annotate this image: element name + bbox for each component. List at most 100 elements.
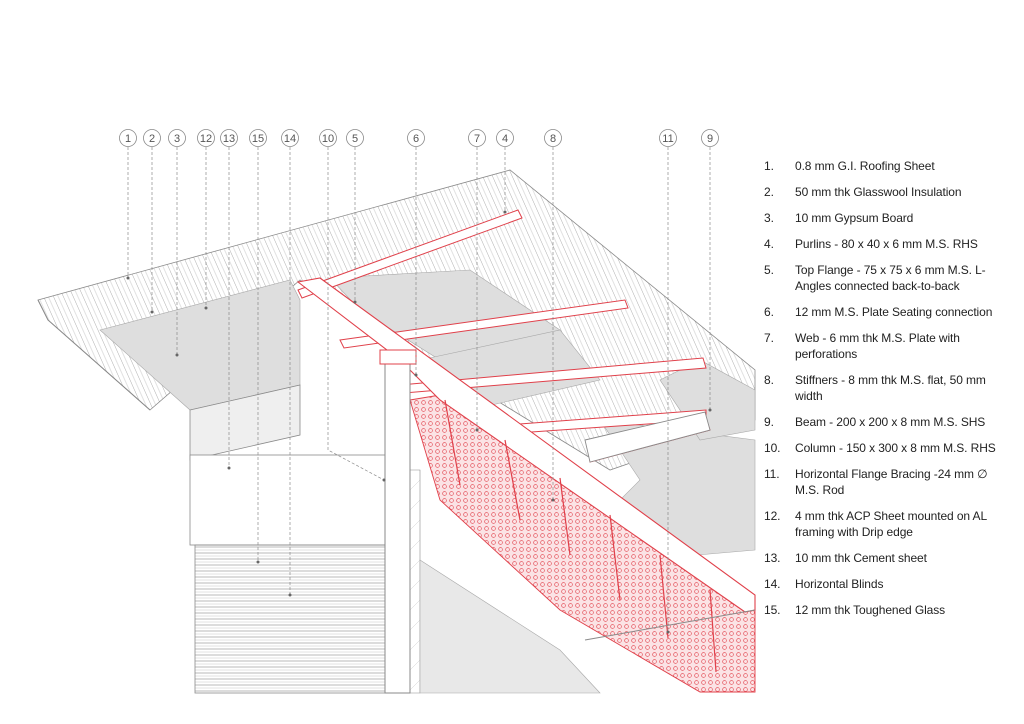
stiffener: [559, 477, 571, 556]
callout-pointer: [150, 310, 154, 314]
legend-text: 50 mm thk Glasswool Insulation: [795, 185, 962, 199]
callout-circle: [407, 129, 425, 147]
legend-text: Beam - 200 x 200 x 8 mm M.S. SHS: [795, 415, 986, 429]
callout-pointer: [256, 560, 260, 564]
legend-text: Horizontal Flange Bracing -24 mm ∅ M.S. …: [795, 467, 988, 497]
legend-index: 5.: [764, 263, 774, 277]
beam-shs: [584, 411, 711, 463]
legend-item: 1. 0.8 mm G.I. Roofing Sheet: [764, 158, 1014, 174]
legend-item: 8. Stiffners - 8 mm thk M.S. flat, 50 mm …: [764, 372, 1014, 404]
floor-slab: [419, 559, 601, 694]
callout-number: 12: [200, 133, 212, 145]
legend-index: 11.: [764, 467, 780, 481]
callout-circle: [249, 129, 267, 147]
callout-pointer: [288, 593, 292, 597]
purlin: [297, 209, 523, 299]
legend-item: 12. 4 mm thk ACP Sheet mounted on AL fram…: [764, 508, 1014, 540]
callout-circle: [701, 129, 719, 147]
callout-pointer: [551, 498, 555, 502]
callout-number: 15: [252, 133, 264, 145]
stiffeners: [444, 399, 717, 673]
legend-text: Column - 150 x 300 x 8 mm M.S. RHS: [795, 441, 996, 455]
legend-item: 14. Horizontal Blinds: [764, 576, 1014, 592]
legend-item: 11. Horizontal Flange Bracing -24 mm ∅ M.…: [764, 466, 1014, 498]
callout-pointer: [126, 276, 130, 280]
callout-circle: [197, 129, 215, 147]
legend-item: 7. Web - 6 mm thk M.S. Plate with perfora…: [764, 330, 1014, 362]
legend-index: 13.: [764, 551, 781, 565]
callout-pointer: [227, 466, 231, 470]
callout-number: 13: [223, 133, 235, 145]
callout-pointer: [382, 478, 386, 482]
flange-bracing-rod: [584, 609, 756, 641]
callout-circle: [143, 129, 161, 147]
stiffener: [709, 589, 717, 673]
callout-number: 8: [550, 133, 556, 145]
callout-circle: [168, 129, 186, 147]
legend-text: Stiffners - 8 mm thk M.S. flat, 50 mm wi…: [795, 373, 986, 403]
legend-item: 15.12 mm thk Toughened Glass: [764, 602, 1014, 618]
legend-text: 0.8 mm G.I. Roofing Sheet: [795, 159, 935, 173]
legend-item: 5. Top Flange - 75 x 75 x 6 mm M.S. L-Ang…: [764, 262, 1014, 294]
legend-index: 6.: [764, 305, 774, 319]
legend-item: 9. Beam - 200 x 200 x 8 mm M.S. SHS: [764, 414, 1014, 430]
callout-number: 9: [707, 133, 713, 145]
acp-fascia: [189, 384, 301, 461]
callout-pointer: [666, 630, 670, 634]
legend-index: 7.: [764, 331, 774, 345]
stiffener: [444, 399, 461, 486]
callout-number: 14: [284, 133, 296, 145]
legend-index: 14.: [764, 577, 781, 591]
legend-item: 4.Purlins - 80 x 40 x 6 mm M.S. RHS: [764, 236, 1014, 252]
legend-item: 3.10 mm Gypsum Board: [764, 210, 1014, 226]
legend-text: 4 mm thk ACP Sheet mounted on AL framing…: [795, 509, 987, 539]
legend-text: Horizontal Blinds: [795, 577, 884, 591]
stiffener: [609, 514, 621, 601]
callout-number: 1: [125, 133, 131, 145]
roof-edge: [37, 299, 151, 411]
legend-index: 9.: [764, 415, 774, 429]
callout-number: 7: [474, 133, 480, 145]
callout-circle: [346, 129, 364, 147]
callout-number: 3: [174, 133, 180, 145]
cement-sheet-wall: [189, 454, 386, 546]
callout-pointer: [353, 300, 357, 304]
callout-circle: [659, 129, 677, 147]
legend-text: Top Flange - 75 x 75 x 6 mm M.S. L-Angle…: [795, 263, 986, 293]
callout-circle: [119, 129, 137, 147]
purlin: [339, 299, 629, 349]
callout-number: 6: [413, 133, 419, 145]
callout-leader-line: [327, 147, 385, 481]
callout-number: 2: [149, 133, 155, 145]
callout-number: 11: [662, 133, 673, 145]
legend-index: 4.: [764, 237, 774, 251]
callout-circle: [281, 129, 299, 147]
callout-pointer: [475, 428, 479, 432]
callout-pointer: [708, 408, 712, 412]
callout-circle: [220, 129, 238, 147]
legend-index: 12.: [764, 509, 781, 523]
column-rhs: [384, 359, 411, 694]
callout-pointer: [175, 353, 179, 357]
legend-text: 12 mm thk Toughened Glass: [795, 603, 946, 617]
legend-text: 10 mm Gypsum Board: [795, 211, 914, 225]
legend-item: 10.Column - 150 x 300 x 8 mm M.S. RHS: [764, 440, 1014, 456]
callout-circle: [496, 129, 514, 147]
legend-text: 10 mm thk Cement sheet: [795, 551, 927, 565]
stiffener: [504, 439, 521, 521]
legend-item: 6.12 mm M.S. Plate Seating connection: [764, 304, 1014, 320]
callout-number: 10: [322, 133, 334, 145]
legend-index: 1.: [764, 159, 774, 173]
legend-index: 2.: [764, 185, 774, 199]
component-legend: 1. 0.8 mm G.I. Roofing Sheet 2. 50 mm thk …: [764, 158, 1014, 628]
stiffener: [659, 554, 669, 639]
legend-text: Web - 6 mm thk M.S. Plate with perforati…: [795, 331, 960, 361]
callout-pointer: [414, 373, 418, 377]
legend-index: 8.: [764, 373, 774, 387]
legend-item: 2. 50 mm thk Glasswool Insulation: [764, 184, 1014, 200]
callout-number: 4: [502, 133, 508, 145]
seating-plate: [379, 349, 417, 365]
callout-pointer: [503, 210, 507, 214]
